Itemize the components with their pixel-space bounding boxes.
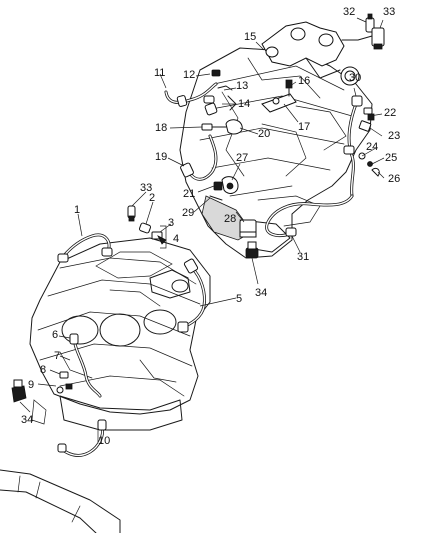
oxygen-sensor-upstream [164,69,237,116]
lower-engine-block [29,237,211,431]
callout-labels: 1 2 3 4 5 6 7 8 9 10 11 12 13 14 15 16 1… [21,6,400,447]
knock-sensor-34-right [245,241,259,259]
callout-18: 18 [155,122,167,134]
callout-7: 7 [54,350,60,362]
callout-21: 21 [183,188,195,200]
callout-33-lower: 33 [140,182,152,194]
callout-2: 2 [149,192,155,204]
oxygen-sensor-10 [57,419,107,457]
callout-19: 19 [155,151,167,163]
callout-23: 23 [388,130,400,142]
callout-20: 20 [258,128,270,140]
callout-11: 11 [154,67,165,79]
callout-9: 9 [28,379,34,391]
callout-25: 25 [385,152,397,164]
callout-15: 15 [244,31,256,43]
callout-24: 24 [366,141,378,153]
exhaust-manifold [261,21,360,86]
oxygen-sensor-harness-31 [265,194,354,237]
exhaust-pipe [0,469,121,533]
leader-lines [19,41,385,442]
knock-sensor-34-left [11,379,27,403]
oxygen-sensor-right [343,95,380,198]
callout-6: 6 [52,329,58,341]
callout-14: 14 [238,98,250,110]
callout-34-left: 34 [21,414,33,426]
oxygen-sensor-1 [57,233,113,263]
callout-12: 12 [183,69,195,81]
callout-29: 29 [182,207,194,219]
callout-10: 10 [98,435,110,447]
crankshaft-sensor-harness [180,134,239,201]
callout-3: 3 [168,217,174,229]
callout-22: 22 [384,107,396,119]
callout-27: 27 [236,152,248,164]
part-32-33 [341,13,385,50]
callout-30: 30 [349,72,361,84]
callout-31: 31 [297,251,309,263]
callout-4: 4 [173,233,179,245]
callout-28: 28 [224,213,236,225]
callout-1: 1 [74,204,80,216]
callout-8: 8 [40,364,46,376]
callout-32: 32 [343,6,355,18]
callout-34-right: 34 [255,287,267,299]
callout-17: 17 [298,121,310,133]
callout-26: 26 [388,173,400,185]
callout-13: 13 [236,80,248,92]
oxygen-sensor-6-7 [56,333,102,398]
part-16-17 [261,79,297,113]
knock-sensor-upper [201,119,243,135]
callout-16: 16 [298,75,310,87]
sensors-2-3-4-33 [127,205,167,249]
oxygen-sensor-5 [177,258,206,333]
callout-5: 5 [236,293,242,305]
callout-33-upper: 33 [383,6,395,18]
